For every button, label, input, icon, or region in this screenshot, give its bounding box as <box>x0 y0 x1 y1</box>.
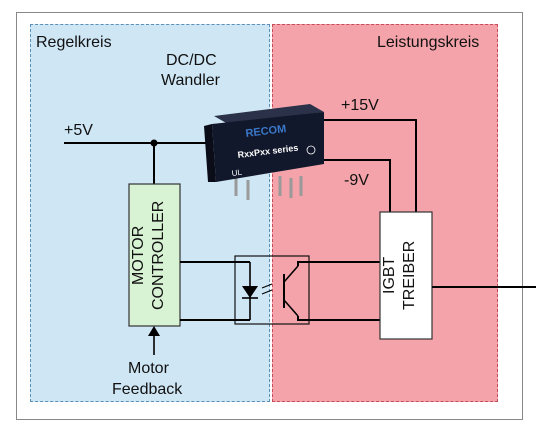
optocoupler-box <box>234 255 310 325</box>
igbt-driver-label: IGBT TREIBER <box>380 212 432 339</box>
plus15-wire <box>322 119 417 212</box>
igbt-driver-line2: TREIBER <box>401 240 418 311</box>
module-body-front <box>212 112 324 182</box>
led-light-arrow-2 <box>261 289 273 295</box>
module-orientation-dot <box>306 145 316 155</box>
led-diode-symbol <box>242 286 258 298</box>
module-body-side <box>204 124 216 182</box>
opto-out-wire-bottom <box>297 316 380 321</box>
igbt-driver-line1: IGBT <box>381 256 398 295</box>
right-zone-title: Leistungskreis <box>377 34 480 51</box>
opto-out-wire-top <box>297 261 380 266</box>
phototransistor-emitter <box>283 299 299 317</box>
motor-controller-line1: MOTOR <box>130 225 147 285</box>
plus15-label: +15V <box>341 97 379 114</box>
motor-controller-line2: CONTROLLER <box>150 200 167 310</box>
converter-title-line2: Wandler <box>161 72 220 89</box>
motor-controller-label: MOTOR CONTROLLER <box>129 184 180 326</box>
minus9-wire <box>322 159 391 212</box>
feedback-label-line2: Feedback <box>112 381 183 398</box>
igbt-driver-box <box>379 211 433 340</box>
converter-title-line1: DC/DC <box>166 52 217 69</box>
left-zone-title: Regelkreis <box>36 34 112 51</box>
phototransistor-collector <box>283 265 299 283</box>
minus9-label: -9V <box>344 172 369 189</box>
motor-controller-box <box>128 183 181 327</box>
module-body-top <box>214 104 324 124</box>
led-light-arrow-1 <box>261 283 273 289</box>
feedback-label-line1: Motor <box>128 360 169 377</box>
feedback-arrowhead <box>148 326 160 336</box>
plus5-label: +5V <box>64 122 93 139</box>
module-brand-text: RECOM <box>245 123 287 140</box>
module-cert-text: UL <box>231 168 243 178</box>
